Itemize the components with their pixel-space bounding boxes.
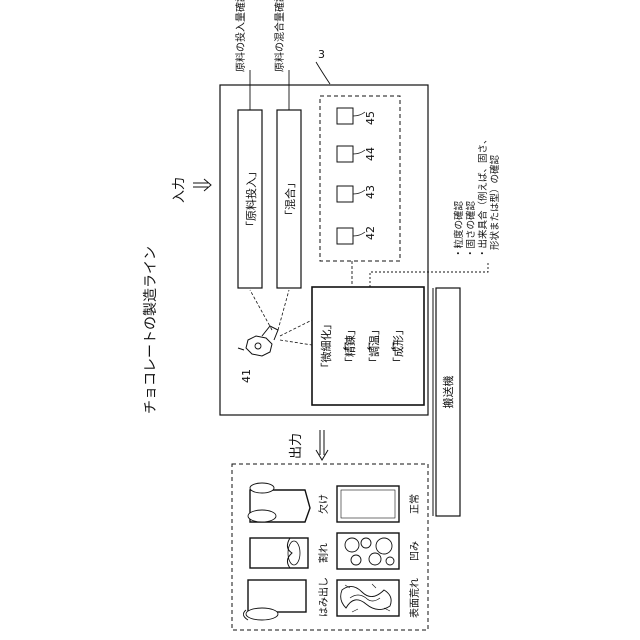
side-check-quality: ・出来具合（例えば、固さ、 bbox=[477, 134, 489, 258]
result-label-chipped: 欠け bbox=[317, 494, 330, 514]
unit-ref-leader bbox=[316, 62, 330, 84]
side-check-grain: ・粒度の確認 bbox=[453, 200, 465, 258]
output-arrow bbox=[316, 430, 328, 460]
side-check-shape: 形状または型）の確認 bbox=[489, 154, 501, 250]
result-label-overflow: はみ出し bbox=[317, 577, 330, 617]
svg-text:44: 44 bbox=[364, 147, 377, 161]
sensor-45: 45 bbox=[337, 108, 377, 125]
output-label: 出力 bbox=[289, 433, 304, 459]
result-label-dented: 凹み bbox=[410, 541, 421, 561]
result-bar-dented bbox=[337, 533, 399, 569]
result-bar-chipped bbox=[248, 483, 310, 522]
line-title: チョコレートの製造ライン bbox=[143, 246, 159, 414]
sensor-44: 44 bbox=[337, 146, 377, 162]
side-check-leader bbox=[370, 262, 488, 287]
result-bar-rough bbox=[337, 580, 399, 616]
step-refining: 「微細化」 bbox=[319, 319, 333, 374]
result-label-cracked: 割れ bbox=[317, 543, 330, 563]
result-label-rough: 表面荒れ bbox=[408, 578, 421, 618]
side-check-hardness: ・固さの確認 bbox=[465, 200, 477, 258]
sensor-42: 42 bbox=[337, 226, 377, 244]
sensor-43: 43 bbox=[337, 185, 377, 202]
svg-text:45: 45 bbox=[364, 111, 377, 125]
step-arrow-3: → bbox=[387, 342, 398, 350]
camera-ref-label: 41 bbox=[240, 369, 253, 383]
check-raw-mix-text: 原料の混合量確認 bbox=[273, 0, 286, 72]
check-raw-input-text: 原料の投入量確認 bbox=[234, 0, 247, 72]
result-bar-normal bbox=[337, 486, 399, 522]
input-label: 入力 bbox=[172, 177, 187, 203]
unit-ref-label: 3 bbox=[318, 48, 325, 61]
step-arrow-2: → bbox=[363, 342, 374, 350]
input-arrow bbox=[193, 179, 211, 191]
result-bar-cracked bbox=[250, 538, 308, 568]
svg-text:42: 42 bbox=[364, 226, 377, 240]
check-raw-input: 原料の投入量確認 bbox=[234, 0, 247, 72]
camera-icon bbox=[238, 326, 278, 356]
sensor-group-box bbox=[320, 96, 400, 261]
conveyor-label: 搬送機 bbox=[441, 376, 455, 409]
process-label-raw-input: 「原料投入」 bbox=[244, 166, 258, 232]
process-label-mixing: 「混合」 bbox=[283, 177, 297, 221]
check-raw-mix: 原料の混合量確認 bbox=[273, 0, 286, 72]
result-bar-overflow bbox=[243, 580, 306, 620]
step-arrow-1: → bbox=[339, 342, 350, 350]
result-label-normal: 正常 bbox=[408, 494, 421, 514]
svg-text:43: 43 bbox=[364, 185, 377, 199]
